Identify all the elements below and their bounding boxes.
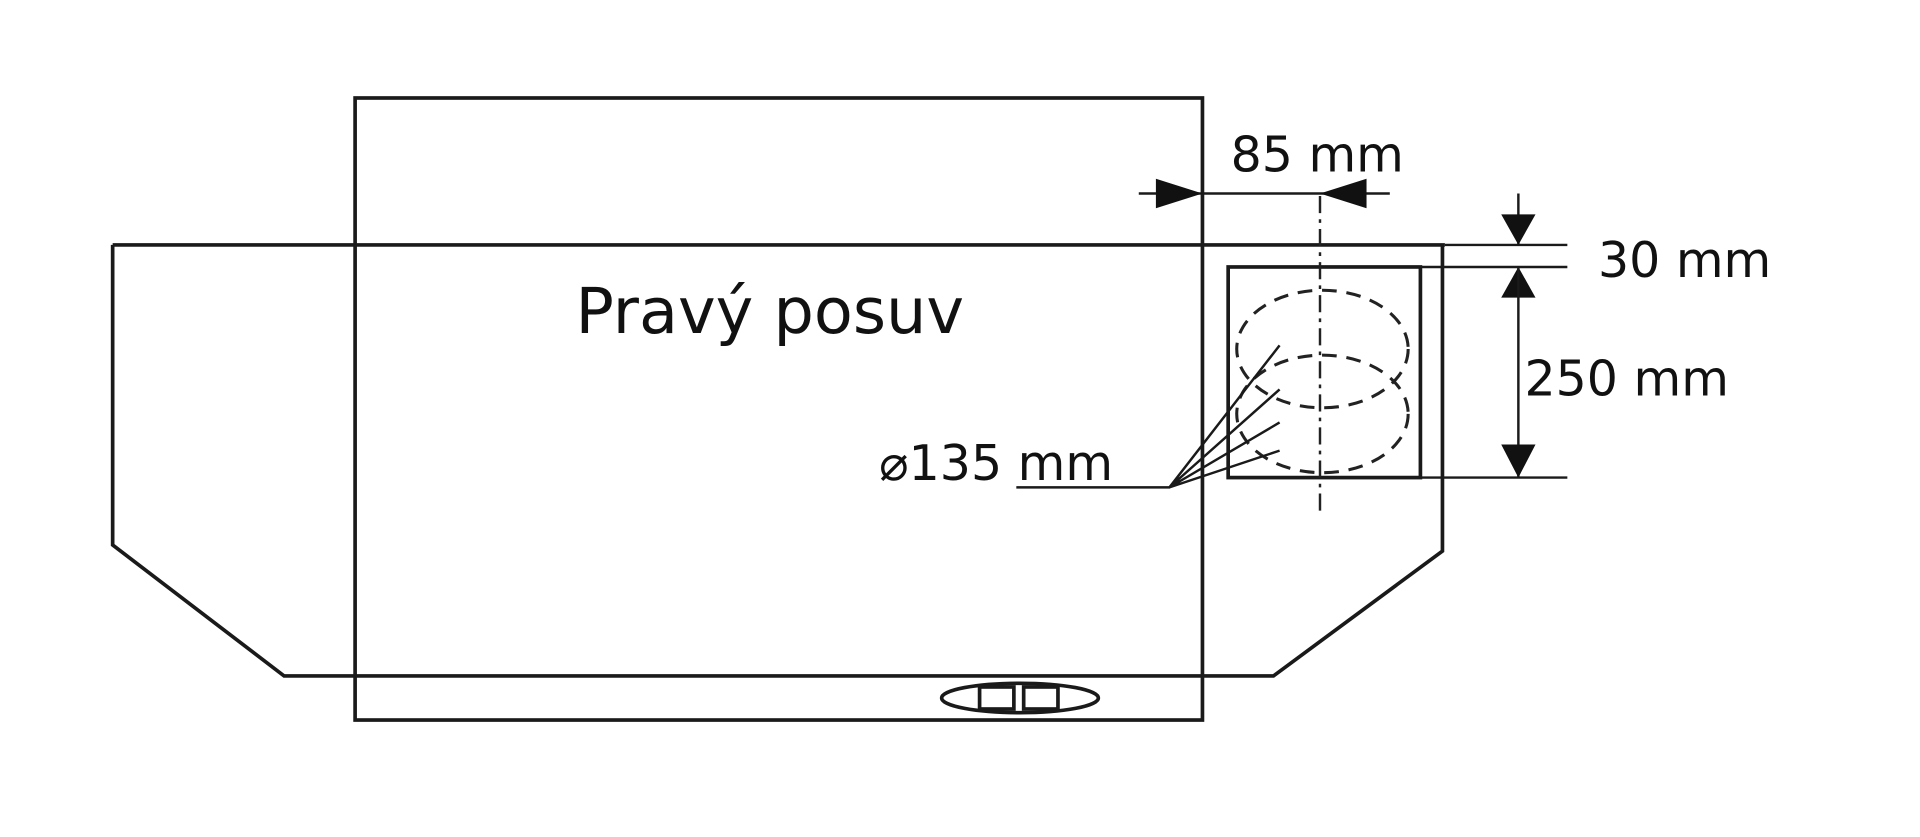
arrow-down-icon xyxy=(1501,444,1536,478)
arrow-down-icon xyxy=(1501,214,1536,245)
label-diameter-135mm: ⌀135 mm xyxy=(879,435,1113,492)
duct-circle-lower xyxy=(1235,353,1410,475)
cabinet-box xyxy=(353,96,1205,722)
label-30mm: 30 mm xyxy=(1598,232,1771,289)
hood-outline xyxy=(110,243,1445,678)
duct-outlet xyxy=(1226,265,1423,480)
diameter-leader xyxy=(1016,344,1281,489)
control-buttons xyxy=(939,681,1101,715)
duct-circle-upper xyxy=(1235,288,1410,410)
label-250mm: 250 mm xyxy=(1524,351,1728,408)
arrow-right-icon xyxy=(1155,178,1203,209)
label-right-shift: Pravý posuv xyxy=(576,275,965,349)
label-85mm: 85 mm xyxy=(1231,126,1404,183)
arrow-left-icon xyxy=(1320,178,1367,209)
